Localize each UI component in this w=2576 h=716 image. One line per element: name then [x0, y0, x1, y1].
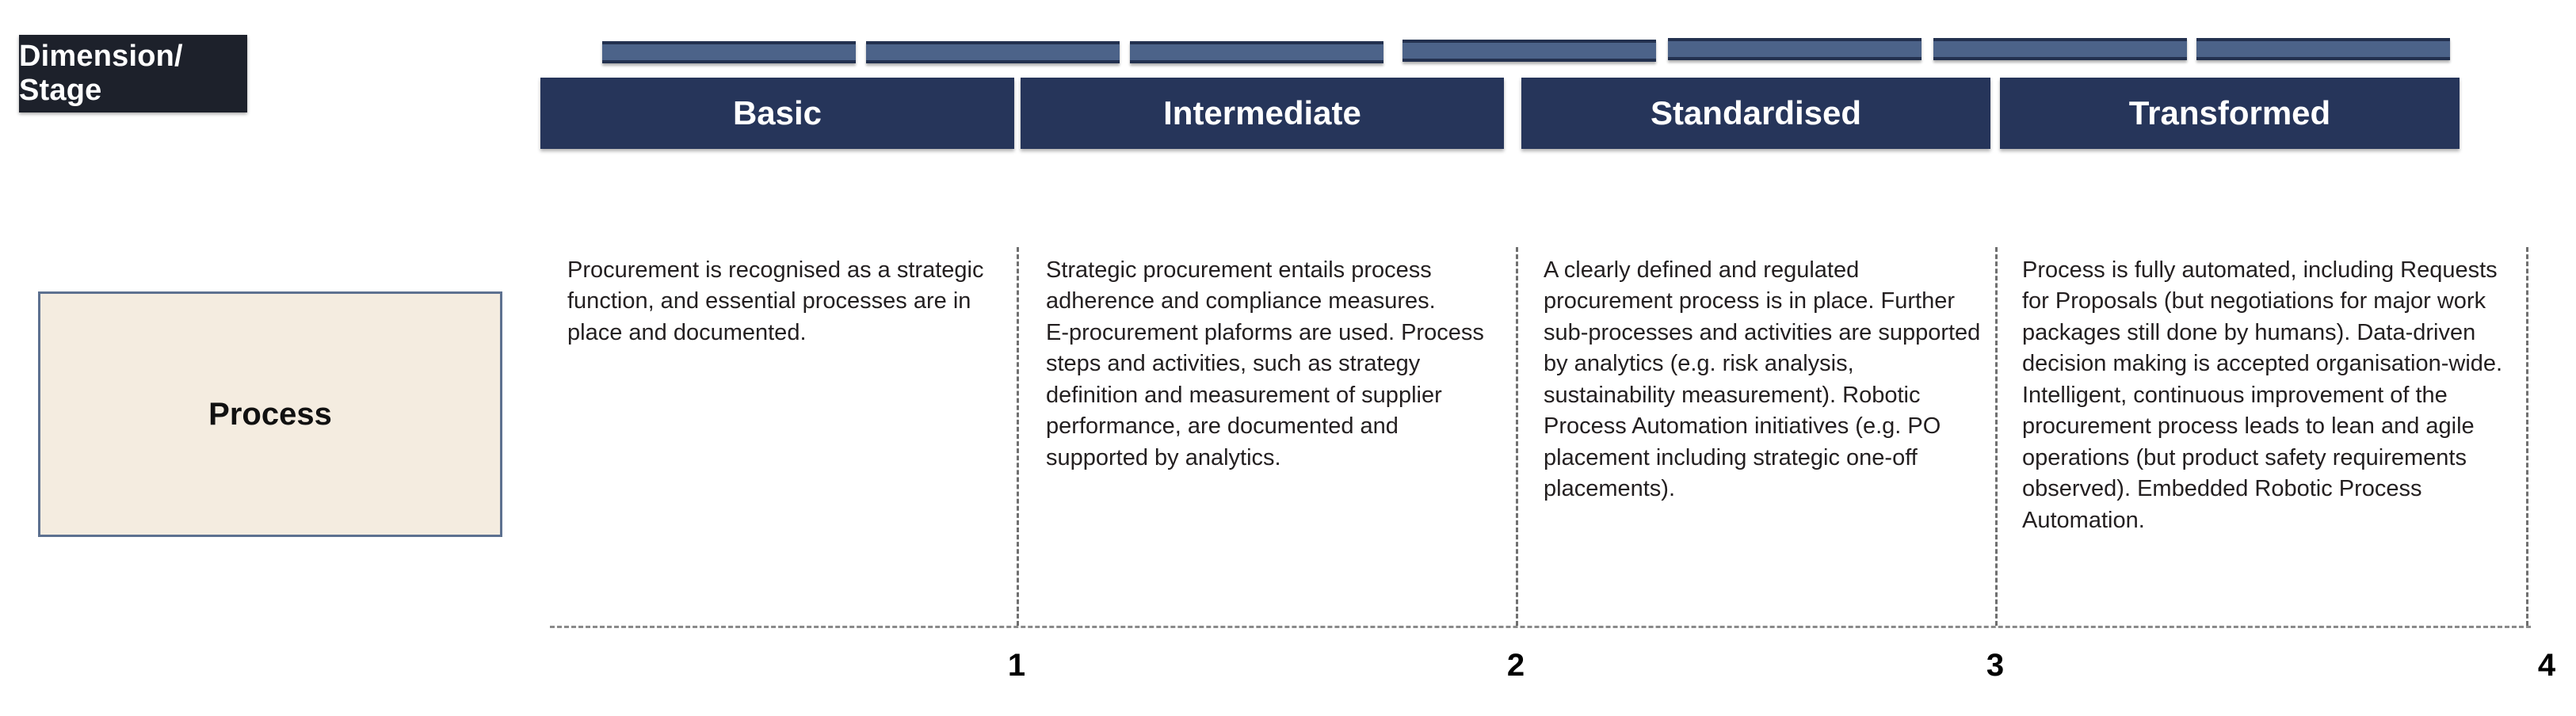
stage-header-standardised-label: Standardised [1650, 94, 1862, 131]
stage-header-transformed[interactable]: Transformed [2000, 78, 2460, 149]
stage-header-basic[interactable]: Basic [540, 78, 1014, 149]
tab-bar-7 [2196, 38, 2450, 60]
cell-process-transformed: Process is fully automated, including Re… [2022, 257, 2503, 533]
tab-bar-5 [1668, 38, 1922, 60]
tab-bar-1 [602, 41, 856, 63]
cell-process-intermediate: Strategic procurement entails process ad… [1046, 257, 1484, 470]
stage-header-basic-label: Basic [732, 94, 822, 131]
stage-header-intermediate-label: Intermediate [1163, 94, 1361, 131]
tab-bar-4 [1402, 40, 1656, 62]
tab-bar-2 [866, 41, 1120, 63]
column-divider-2 [1516, 247, 1518, 626]
scale-number-2: 2 [1506, 648, 1525, 683]
scale-number-3: 3 [1986, 648, 2005, 683]
cell-process-basic: Procurement is recognised as a strategic… [567, 257, 984, 345]
scale-number-4: 4 [2537, 648, 2556, 683]
tab-bar-3 [1130, 41, 1383, 63]
stage-header-intermediate[interactable]: Intermediate [1021, 78, 1504, 149]
scale-baseline [550, 626, 2531, 628]
tab-bar-6 [1933, 38, 2187, 60]
stage-header-standardised[interactable]: Standardised [1521, 78, 1990, 149]
dimension-stage-header-label: Dimension/ Stage [19, 40, 183, 107]
dimension-row-process-label: Process [208, 396, 332, 432]
cell-process-standardised: A clearly defined and regulated procurem… [1544, 257, 1981, 502]
dimension-stage-header: Dimension/ Stage [19, 35, 247, 112]
column-divider-1 [1017, 247, 1019, 626]
stage-header-transformed-label: Transformed [2128, 94, 2331, 131]
dimension-row-process: Process [38, 291, 502, 537]
column-divider-3 [1995, 247, 1998, 626]
column-divider-4 [2526, 247, 2528, 626]
scale-number-1: 1 [1007, 648, 1026, 683]
